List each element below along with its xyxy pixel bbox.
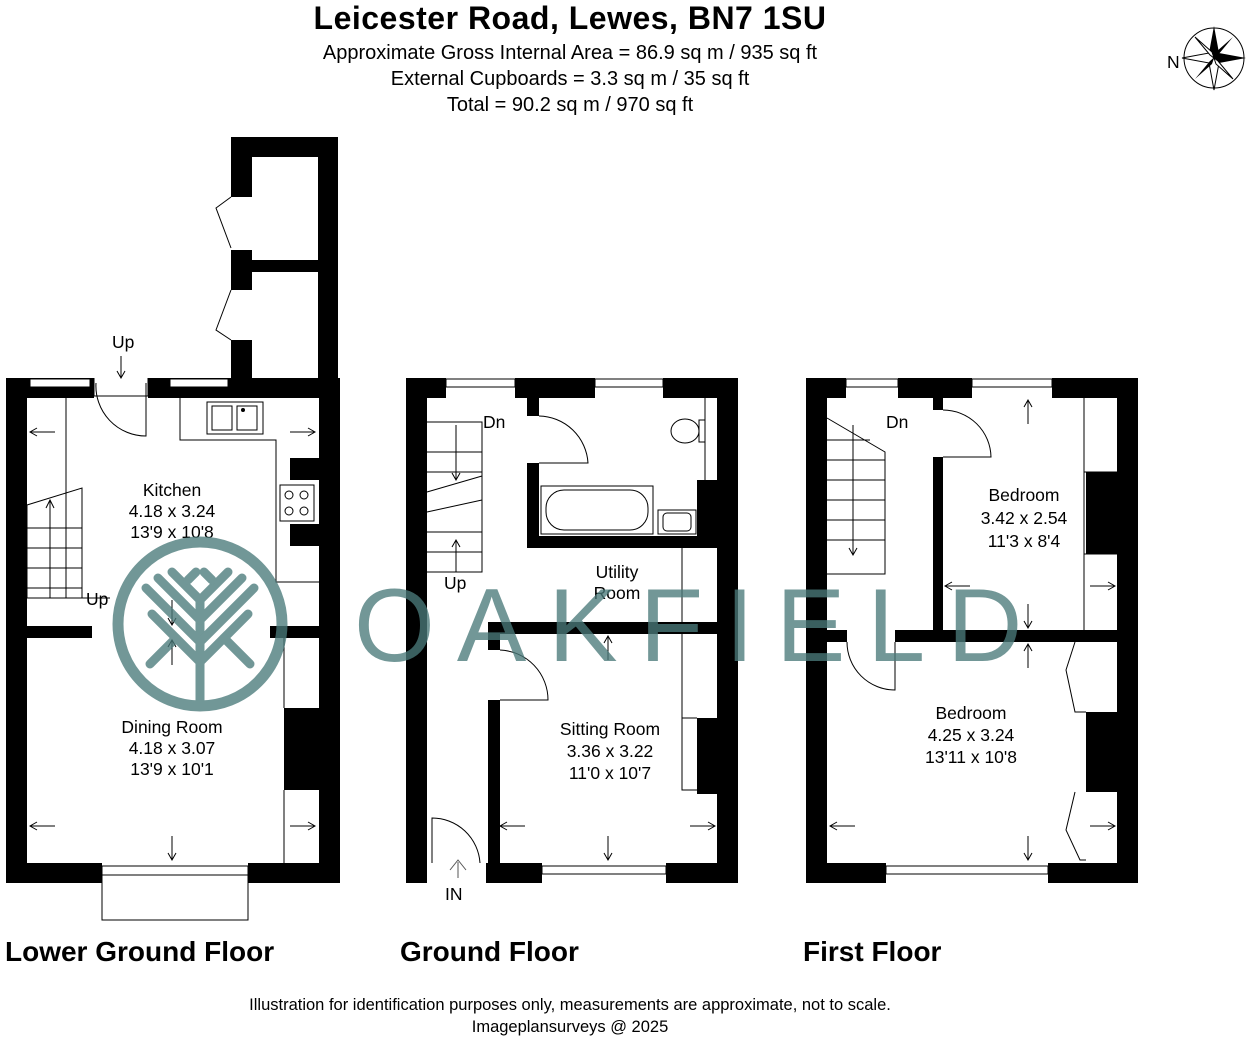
kitchen-metric: 4.18 x 3.24 — [129, 501, 216, 521]
bedroom1-name: Bedroom — [988, 485, 1059, 505]
dining-room-name: Dining Room — [121, 717, 222, 737]
utility-room-name-1: Utility — [596, 562, 639, 582]
sitting-room-name: Sitting Room — [560, 719, 660, 739]
oakfield-logo-icon — [112, 536, 288, 712]
floor-label-first: First Floor — [803, 936, 942, 967]
bedroom1-metric: 3.42 x 2.54 — [981, 508, 1068, 528]
kitchen-name: Kitchen — [143, 480, 201, 500]
bedroom2-imperial: 13'11 x 10'8 — [925, 747, 1017, 767]
compass-north-label: N — [1167, 52, 1180, 72]
plan-title: Leicester Road, Lewes, BN7 1SU — [313, 0, 827, 36]
gross-area-text: Approximate Gross Internal Area = 86.9 s… — [322, 42, 818, 64]
bedroom2-name: Bedroom — [935, 703, 1006, 723]
external-cupboards-text: External Cupboards = 3.3 sq m / 35 sq ft — [390, 68, 750, 90]
floor-label-ground: Ground Floor — [400, 936, 579, 967]
dining-room-metric: 4.18 x 3.07 — [129, 738, 216, 758]
first-floor-plan — [806, 378, 1138, 883]
utility-room-name-2: Room — [594, 583, 641, 603]
bedroom2-metric: 4.25 x 3.24 — [928, 725, 1015, 745]
copyright-text: Imageplansurveys @ 2025 — [471, 1018, 669, 1036]
entrance-label: IN — [445, 884, 463, 904]
ground-floor-plan — [406, 378, 738, 883]
dining-room-imperial: 13'9 x 10'1 — [130, 759, 214, 779]
disclaimer-text: Illustration for identification purposes… — [249, 996, 891, 1014]
stairs-up-label-lower: Up — [86, 589, 108, 609]
stairs-dn-label-ground: Dn — [483, 412, 505, 432]
stairs-dn-label-first: Dn — [886, 412, 908, 432]
floor-label-lower-ground: Lower Ground Floor — [5, 936, 275, 967]
watermark-text: OAKFIELD — [354, 568, 1044, 684]
sitting-room-imperial: 11'0 x 10'7 — [569, 763, 651, 783]
bedroom1-imperial: 11'3 x 8'4 — [988, 531, 1061, 551]
sitting-room-metric: 3.36 x 3.22 — [567, 741, 654, 761]
total-area-text: Total = 90.2 sq m / 970 sq ft — [446, 94, 694, 116]
compass-icon — [1181, 26, 1246, 91]
lower-ground-floor-plan — [6, 137, 340, 921]
stairs-up-label-ground: Up — [444, 573, 466, 593]
door-up-label: Up — [112, 332, 134, 352]
